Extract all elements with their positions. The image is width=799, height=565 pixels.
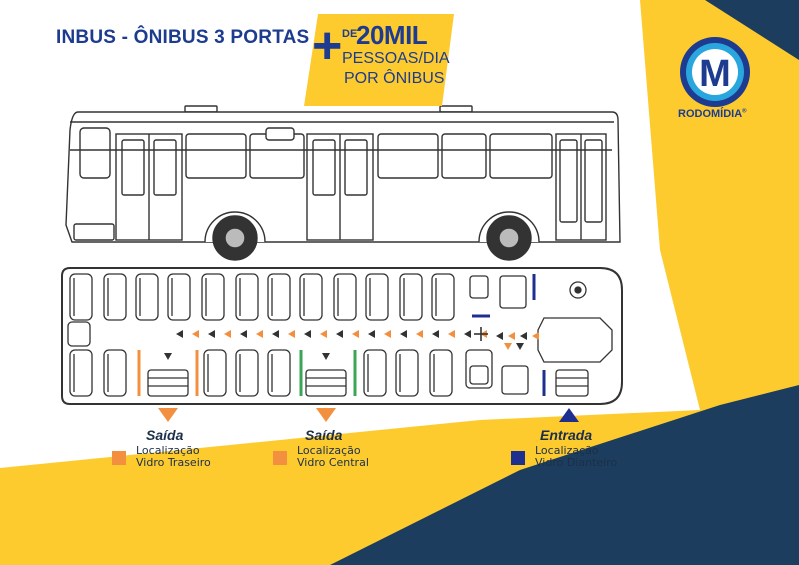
seat [69,273,93,321]
seat [103,273,127,321]
seat [203,349,227,397]
brand-text: RODOMÍDIA [678,108,743,120]
window-markers [137,274,546,396]
rear-bench [67,321,91,347]
legend-swatch-orange [273,451,287,465]
flow-arrow [448,330,455,338]
flow-arrow [224,330,231,338]
rodomidia-logo: M [680,37,750,107]
logo-letter: M [699,53,731,95]
badge-number: 20MIL [356,20,428,50]
legend-swatch-orange [112,451,126,465]
flow-arrow [516,343,524,350]
flow-arrow [320,330,327,338]
door-label-front: Entrada [540,427,593,443]
navy-band-bottom [330,385,799,565]
page-title: INBUS - ÔNIBUS 3 PORTAS [56,27,310,48]
seat [399,273,423,321]
seat [69,349,93,397]
flow-arrow [464,330,471,338]
seat [365,273,389,321]
flow-arrows [164,330,539,360]
flow-arrow [272,330,279,338]
door-label-center: Saída [305,427,343,443]
passenger-badge: + DE 20MIL PESSOAS/DIA POR ÔNIBUS [304,14,459,106]
badge-shape [304,14,454,106]
seat [267,349,291,397]
flow-arrow [400,330,407,338]
flow-cross [474,327,488,341]
flow-arrow [352,330,359,338]
flow-arrow [432,330,439,338]
flow-arrow [256,330,263,338]
flow-arrow [192,330,199,338]
flow-arrow [336,330,343,338]
seat [333,273,357,321]
badge-plus: + [312,17,343,75]
seat [267,273,291,321]
bus-side-view [65,105,621,261]
flow-arrow [504,343,512,350]
seat [431,273,455,321]
flow-arrow [164,353,172,360]
exit-arrow-center [316,408,336,422]
flow-arrow [368,330,375,338]
seat [235,349,259,397]
seat [363,349,387,397]
flow-arrow [304,330,311,338]
seat [235,273,259,321]
exit-arrow-rear [158,408,178,422]
flow-arrow [520,332,527,340]
flow-arrow [416,330,423,338]
navy-corner-top [705,0,799,60]
seat [135,273,159,321]
seat [395,349,419,397]
flow-arrow [496,332,503,340]
seat [103,349,127,397]
flow-arrow [384,330,391,338]
seat [299,273,323,321]
legend-swatch-blue [511,451,525,465]
flow-arrow [322,353,330,360]
entry-arrow-front [559,408,579,422]
badge-line3: POR ÔNIBUS [344,70,445,87]
badge-prefix: DE [342,28,358,40]
flow-arrow [208,330,215,338]
seat [429,349,453,397]
flow-arrow [508,332,515,340]
door-label-rear: Saída [146,427,184,443]
badge-line2: PESSOAS/DIA [342,50,450,67]
flow-arrow [176,330,183,338]
flow-arrow [288,330,295,338]
seat [201,273,225,321]
brand-name: RODOMÍDIA® [678,108,747,120]
brand-mark: ® [742,108,747,115]
flow-arrow [532,332,539,340]
seat [167,273,191,321]
flow-arrow [240,330,247,338]
